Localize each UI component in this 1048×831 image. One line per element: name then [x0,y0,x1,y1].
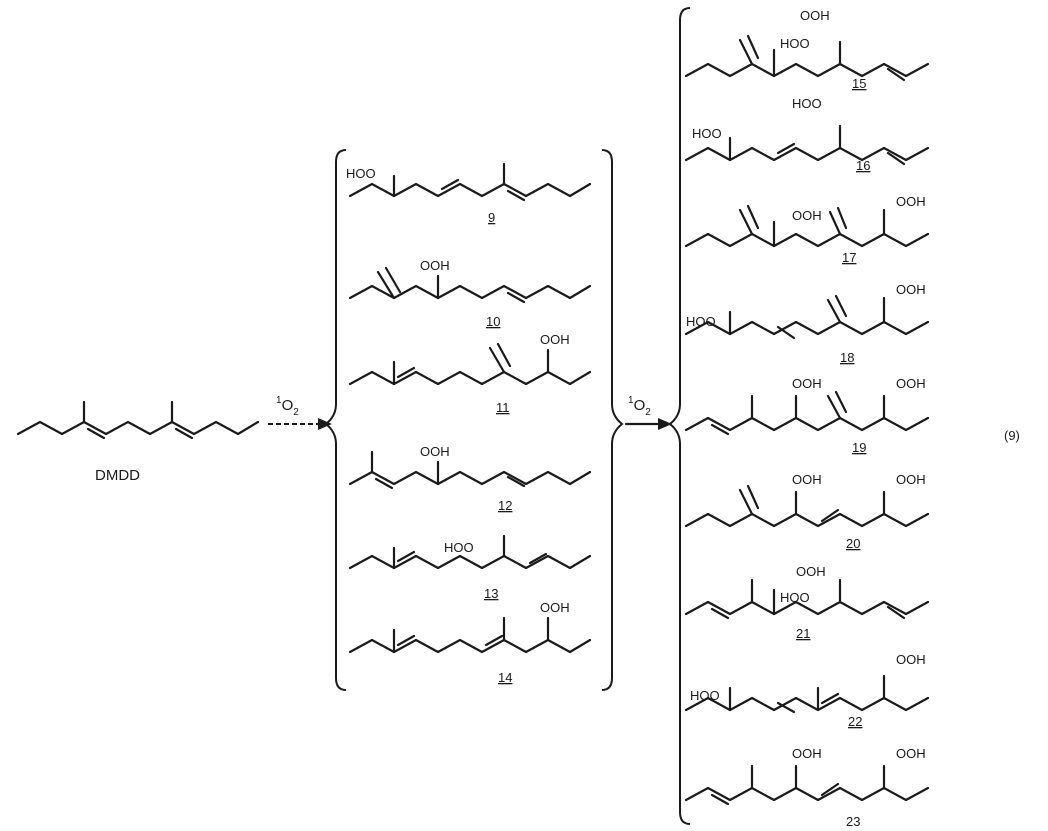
compound-9-structure [348,162,592,202]
group2-left-brace [668,7,691,825]
compound-19-substituent-2: OOH [896,376,926,391]
compound-10-number: 10 [486,314,500,329]
compound-9-number: 9 [488,210,495,225]
compound-19-substituent-1: OOH [792,376,822,391]
compound-14-substituent: OOH [540,600,570,615]
compound-23-substituent-1: OOH [792,746,822,761]
dmdd-label: DMDD [95,467,140,484]
compound-20-number: 20 [846,536,860,551]
compound-17-structure [684,204,930,248]
compound-23-substituent-2: OOH [896,746,926,761]
compound-20-structure [684,484,930,528]
compound-11-number: 11 [496,400,510,415]
reagent-1-symbol: O [282,397,294,414]
compound-21-number: 21 [796,626,810,641]
reagent-1-sup: 1 [276,395,282,406]
compound-17-substituent-2: OOH [896,194,926,209]
reagent-1: 1O2 [276,395,299,418]
group1-right-brace [601,149,624,691]
compound-11-substituent: OOH [540,332,570,347]
compound-10-structure [348,266,592,304]
compound-19-number: 19 [852,440,866,455]
compound-13-substituent: HOO [444,540,474,555]
compound-20-substituent-2: OOH [896,472,926,487]
compound-19-structure [684,390,930,436]
compound-18-substituent-2: OOH [896,282,926,297]
reagent-2-sub: 2 [645,407,651,418]
compound-22-structure [684,674,930,714]
compound-11-structure [348,342,592,386]
compound-14-structure [348,616,592,654]
compound-18-substituent-1: HOO [686,314,716,329]
arrow-2 [624,418,672,430]
reagent-2-symbol: O [634,397,646,414]
compound-22-substituent-2: OOH [896,652,926,667]
compound-21-substituent-2: HOO [780,590,810,605]
compound-17-number: 17 [842,250,856,265]
compound-22-number: 22 [848,714,862,729]
compound-10-substituent: OOH [420,258,450,273]
compound-18-number: 18 [840,350,854,365]
compound-16-substituent-2: HOO [792,96,822,111]
compound-18-structure [684,294,930,340]
compound-13-number: 13 [484,586,498,601]
reagent-1-sub: 2 [293,407,299,418]
compound-9-substituent: HOO [346,166,376,181]
compound-12-number: 12 [498,498,512,513]
compound-16-substituent-1: HOO [692,126,722,141]
compound-12-substituent: OOH [420,444,450,459]
reagent-2-sup: 1 [628,395,634,406]
compound-12-structure [348,450,592,490]
equation-number: (9) [1004,428,1020,443]
compound-16-number: 16 [856,158,870,173]
compound-15-structure [684,34,930,82]
compound-23-number: 23 [846,814,860,829]
compound-13-structure [348,534,592,570]
compound-17-substituent-1: OOH [792,208,822,223]
compound-23-structure [684,764,930,806]
compound-15-substituent-1: OOH [800,8,830,23]
group1-left-brace [324,149,347,691]
compound-15-number: 15 [852,76,866,91]
reagent-2: 1O2 [628,395,651,418]
dmdd-structure [16,400,260,440]
compound-22-substituent-1: HOO [690,688,720,703]
arrow-1 [268,418,332,430]
compound-21-structure [684,578,930,620]
compound-21-substituent-1: OOH [796,564,826,579]
compound-15-substituent-2: HOO [780,36,810,51]
compound-20-substituent-1: OOH [792,472,822,487]
compound-16-structure [684,124,930,166]
compound-14-number: 14 [498,670,512,685]
